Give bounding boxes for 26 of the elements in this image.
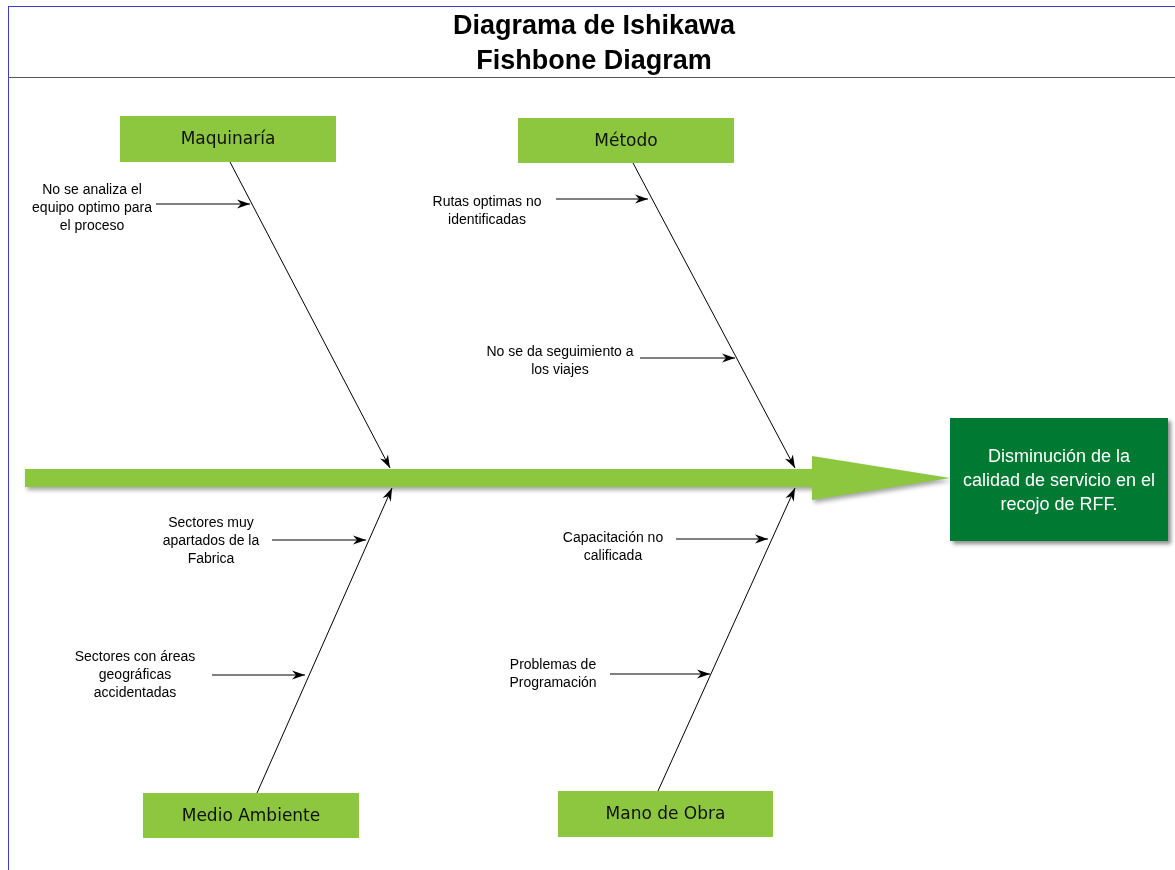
cause-text: Capacitación no calificada [550, 528, 676, 566]
subtitle: Fishbone Diagram [475, 44, 713, 77]
cause-text: Sectores muy apartados de la Fabrica [150, 513, 272, 569]
category-box: Medio Ambiente [143, 793, 359, 838]
arrow [256, 487, 393, 794]
effect-box: Disminución de la calidad de servicio en el recojo de RFF. [950, 418, 1168, 541]
arrow [675, 534, 769, 544]
cause-text: Sectores con áreas geográficas accidentadas [58, 647, 212, 703]
arrow [555, 194, 649, 204]
arrow [657, 487, 796, 792]
spine-arrow [25, 456, 950, 500]
category-box: Maquinaría [120, 116, 336, 162]
arrow [632, 162, 796, 469]
category-box: Método [518, 118, 734, 163]
cause-text: Problemas de Programación [496, 655, 610, 693]
category-box: Mano de Obra [558, 791, 773, 837]
cause-text: Rutas optimas no identificadas [418, 192, 556, 230]
arrow [639, 353, 736, 363]
cause-text: No se analiza el equipo optimo para el proceso [28, 180, 156, 236]
cause-text: No se da seguimiento a los viajes [480, 342, 640, 380]
arrow [211, 670, 306, 680]
arrow [229, 161, 391, 469]
arrow [609, 669, 711, 679]
arrow [155, 199, 251, 209]
title: Diagrama de Ishikawa [451, 9, 737, 42]
arrow [271, 535, 367, 545]
